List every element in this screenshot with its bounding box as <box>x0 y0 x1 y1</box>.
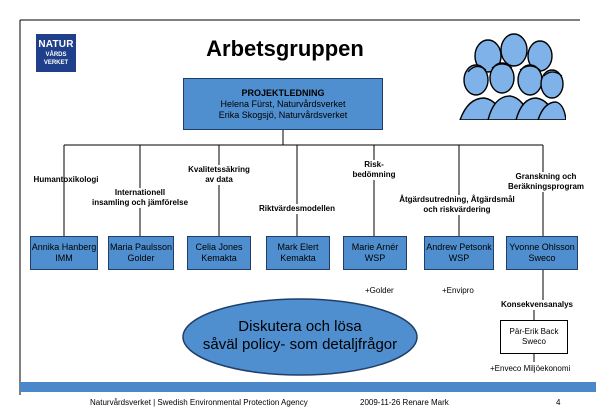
footer-bar <box>20 382 596 392</box>
discussion-oval-text: Diskutera och lösa såväl policy- som det… <box>202 318 398 353</box>
lead-person-1: Helena Fürst, Naturvårdsverket <box>220 98 346 109</box>
person-box-par-erik-back: Pär-Erik Back Sweco <box>500 320 568 354</box>
area-label-riktvardesmodellen: Riktvärdesmodellen <box>250 204 344 214</box>
footer-agency: Naturvårdsverket | Swedish Environmental… <box>90 398 308 407</box>
extra-golder: +Golder <box>365 286 394 295</box>
area-label-riskbedomning: Risk- bedömning <box>350 160 398 180</box>
projektledning-box: PROJEKTLEDNING Helena Fürst, Naturvårdsv… <box>183 78 383 130</box>
area-label-kvalitetssakring: Kvalitetssäkring av data <box>180 165 258 185</box>
person-box-andrew-petsonk: Andrew Petsonk WSP <box>424 236 494 270</box>
person-box-celia-jones: Celia Jones Kemakta <box>187 236 251 270</box>
footer-page-number: 4 <box>556 398 561 407</box>
discussion-oval <box>182 298 418 376</box>
area-label-humantoxikologi: Humantoxikologi <box>33 175 99 184</box>
people-group-illustration <box>459 33 566 120</box>
area-label-internationell: Internationell insamling och jämförelse <box>85 188 195 208</box>
person-box-marie-arner: Marie Arnér WSP <box>343 236 407 270</box>
area-label-granskning: Granskning och Beräkningsprogram <box>504 172 588 192</box>
lead-person-2: Erika Skogsjö, Naturvårdsverket <box>218 109 348 120</box>
extra-enveco: +Enveco Miljöekonomi <box>490 364 571 373</box>
footer-date-author: 2009-11-26 Renare Mark <box>360 398 449 407</box>
person-box-maria-paulsson: Maria Paulsson Golder <box>108 236 174 270</box>
naturvardsverket-logo: NATUR VÅRDS VERKET <box>36 34 76 72</box>
area-label-atgardsutredning: Åtgärdsutredning, Åtgärdsmål och riskvär… <box>390 195 524 215</box>
extra-envipro: +Envipro <box>442 286 474 295</box>
page-title: Arbetsgruppen <box>206 36 364 61</box>
person-box-annika-hanberg: Annika Hanberg IMM <box>30 236 98 270</box>
person-box-yvonne-ohlsson: Yvonne Ohlsson Sweco <box>506 236 578 270</box>
konsekvensanalys-label: Konsekvensanalys <box>496 300 578 310</box>
person-box-mark-elert: Mark Elert Kemakta <box>266 236 330 270</box>
projektledning-header: PROJEKTLEDNING <box>241 87 325 98</box>
